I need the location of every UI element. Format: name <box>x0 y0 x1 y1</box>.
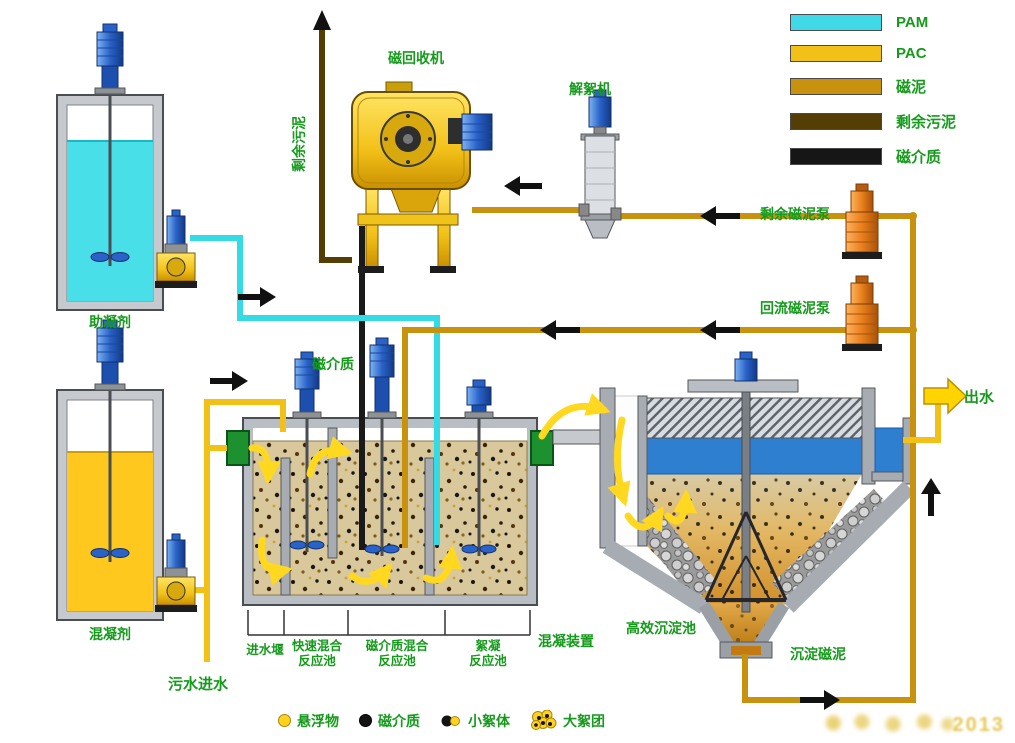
label-rapid-mix-line1: 快速混合 <box>291 639 343 653</box>
label-magnetic-recovery-machine: 磁回收机 <box>388 50 444 66</box>
particle-magnetic-media: 磁介质 <box>359 711 420 731</box>
media-mix-agitator <box>364 337 400 556</box>
excess-sludge-pipe <box>319 26 352 263</box>
suspended-solids-icon <box>278 714 291 727</box>
label-rapid-mix-tank: 快速混合 反应池 <box>292 639 342 669</box>
legend-swatch-magnetic-media <box>790 148 882 165</box>
label-inlet-weir: 进水堰 <box>246 643 284 657</box>
label-flocculation-tank: 絮凝 反应池 <box>469 639 507 669</box>
particle-label-magnetic-media: 磁介质 <box>378 712 420 729</box>
label-magnetic-media-feed: 磁介质 <box>312 356 354 372</box>
yellow-flow-arrows <box>248 393 697 589</box>
particle-label-small-floc: 小絮体 <box>468 712 510 729</box>
scraper-shaft <box>741 391 751 613</box>
legend-row-magnetic-sludge: 磁泥 <box>790 76 956 97</box>
clarified-water <box>646 437 863 475</box>
legend-swatch-pam <box>790 14 882 31</box>
legend-swatch-magnetic-sludge <box>790 78 882 95</box>
lamella-plates <box>646 397 863 439</box>
coagulant-dosing-pump <box>155 533 197 612</box>
particle-small-floc: 小絮体 <box>440 711 510 731</box>
magnetic-media-icon <box>359 714 372 727</box>
particle-large-floc: 大絮团 <box>530 710 605 731</box>
flow-arrows <box>210 10 941 710</box>
effluent-pipe <box>903 402 941 443</box>
label-floc-line2: 反应池 <box>469 654 507 668</box>
legend-label-pac: PAC <box>896 45 927 62</box>
deflocculator <box>578 89 622 239</box>
legend-row-excess-sludge: 剩余污泥 <box>790 111 956 132</box>
legend-row-magnetic-media: 磁介质 <box>790 146 956 167</box>
legend-swatch-pac <box>790 45 882 62</box>
return-magnetic-sludge-pipe <box>402 327 913 548</box>
legend-swatch-excess-sludge <box>790 113 882 130</box>
scraper-bridge <box>687 379 799 393</box>
watermark: 2013 <box>952 714 1005 736</box>
legend-row-pam: PAM <box>790 14 956 31</box>
effluent-arrow <box>923 377 968 415</box>
aid-dosing-pump <box>155 209 197 288</box>
label-influent: 污水进水 <box>168 676 229 693</box>
watermark-blobs <box>823 711 953 735</box>
label-clarifier: 高效沉淀池 <box>626 620 696 636</box>
label-media-mix-tank: 磁介质混合 反应池 <box>366 639 429 669</box>
label-excess-sludge: 剩余污泥 <box>291 116 307 172</box>
flocculation-agitator <box>461 379 497 556</box>
large-floc-icon <box>531 710 557 730</box>
particle-label-suspended-solids: 悬浮物 <box>297 712 339 729</box>
label-excess-magnetic-sludge-pump: 剩余磁泥泵 <box>760 206 830 222</box>
return-magnetic-sludge-pump <box>842 275 882 351</box>
legend: PAM PAC 磁泥 剩余污泥 磁介质 <box>790 14 956 167</box>
small-floc-icon <box>441 715 460 726</box>
excess-magnetic-sludge-pump <box>842 183 882 259</box>
label-rapid-mix-line2: 反应池 <box>298 654 336 668</box>
label-floc-line1: 絮凝 <box>475 639 501 653</box>
label-coagulation-unit: 混凝装置 <box>538 633 594 649</box>
particle-legend: 悬浮物 磁介质 小絮体 大絮团 <box>278 710 625 731</box>
legend-label-pam: PAM <box>896 14 929 31</box>
magnetic-recovery-machine <box>351 81 493 273</box>
legend-label-excess-sludge: 剩余污泥 <box>896 114 957 131</box>
legend-row-pac: PAC <box>790 45 956 62</box>
label-effluent: 出水 <box>964 389 995 406</box>
effluent-trough <box>874 427 904 473</box>
basin-inlet-flange <box>226 430 250 466</box>
label-deflocculator: 解絮机 <box>569 81 611 97</box>
reaction-basin <box>226 417 554 606</box>
coagulant-tank-agitator <box>90 319 130 562</box>
rapid-mix-agitator <box>289 351 325 552</box>
legend-label-magnetic-sludge: 磁泥 <box>896 79 927 96</box>
scraper-truss <box>704 511 788 602</box>
label-return-magnetic-sludge-pump: 回流磁泥泵 <box>760 300 830 316</box>
label-settled-magnetic-sludge: 沉淀磁泥 <box>790 646 846 662</box>
scraper-motor <box>734 351 758 382</box>
legend-label-magnetic-media: 磁介质 <box>896 149 942 166</box>
label-media-mix-line1: 磁介质混合 <box>365 639 429 653</box>
label-coagulant-tank: 混凝剂 <box>89 626 131 642</box>
particle-label-large-floc: 大絮团 <box>563 712 605 729</box>
label-media-mix-line2: 反应池 <box>378 654 416 668</box>
label-coagulant-aid-tank: 助凝剂 <box>89 314 131 330</box>
aid-tank-agitator <box>90 23 130 266</box>
clarifier <box>552 351 916 659</box>
pam-pipe <box>190 235 440 545</box>
gravel-right <box>771 488 895 606</box>
particle-suspended-solids: 悬浮物 <box>278 711 339 731</box>
basin-section-ticks <box>247 610 531 636</box>
